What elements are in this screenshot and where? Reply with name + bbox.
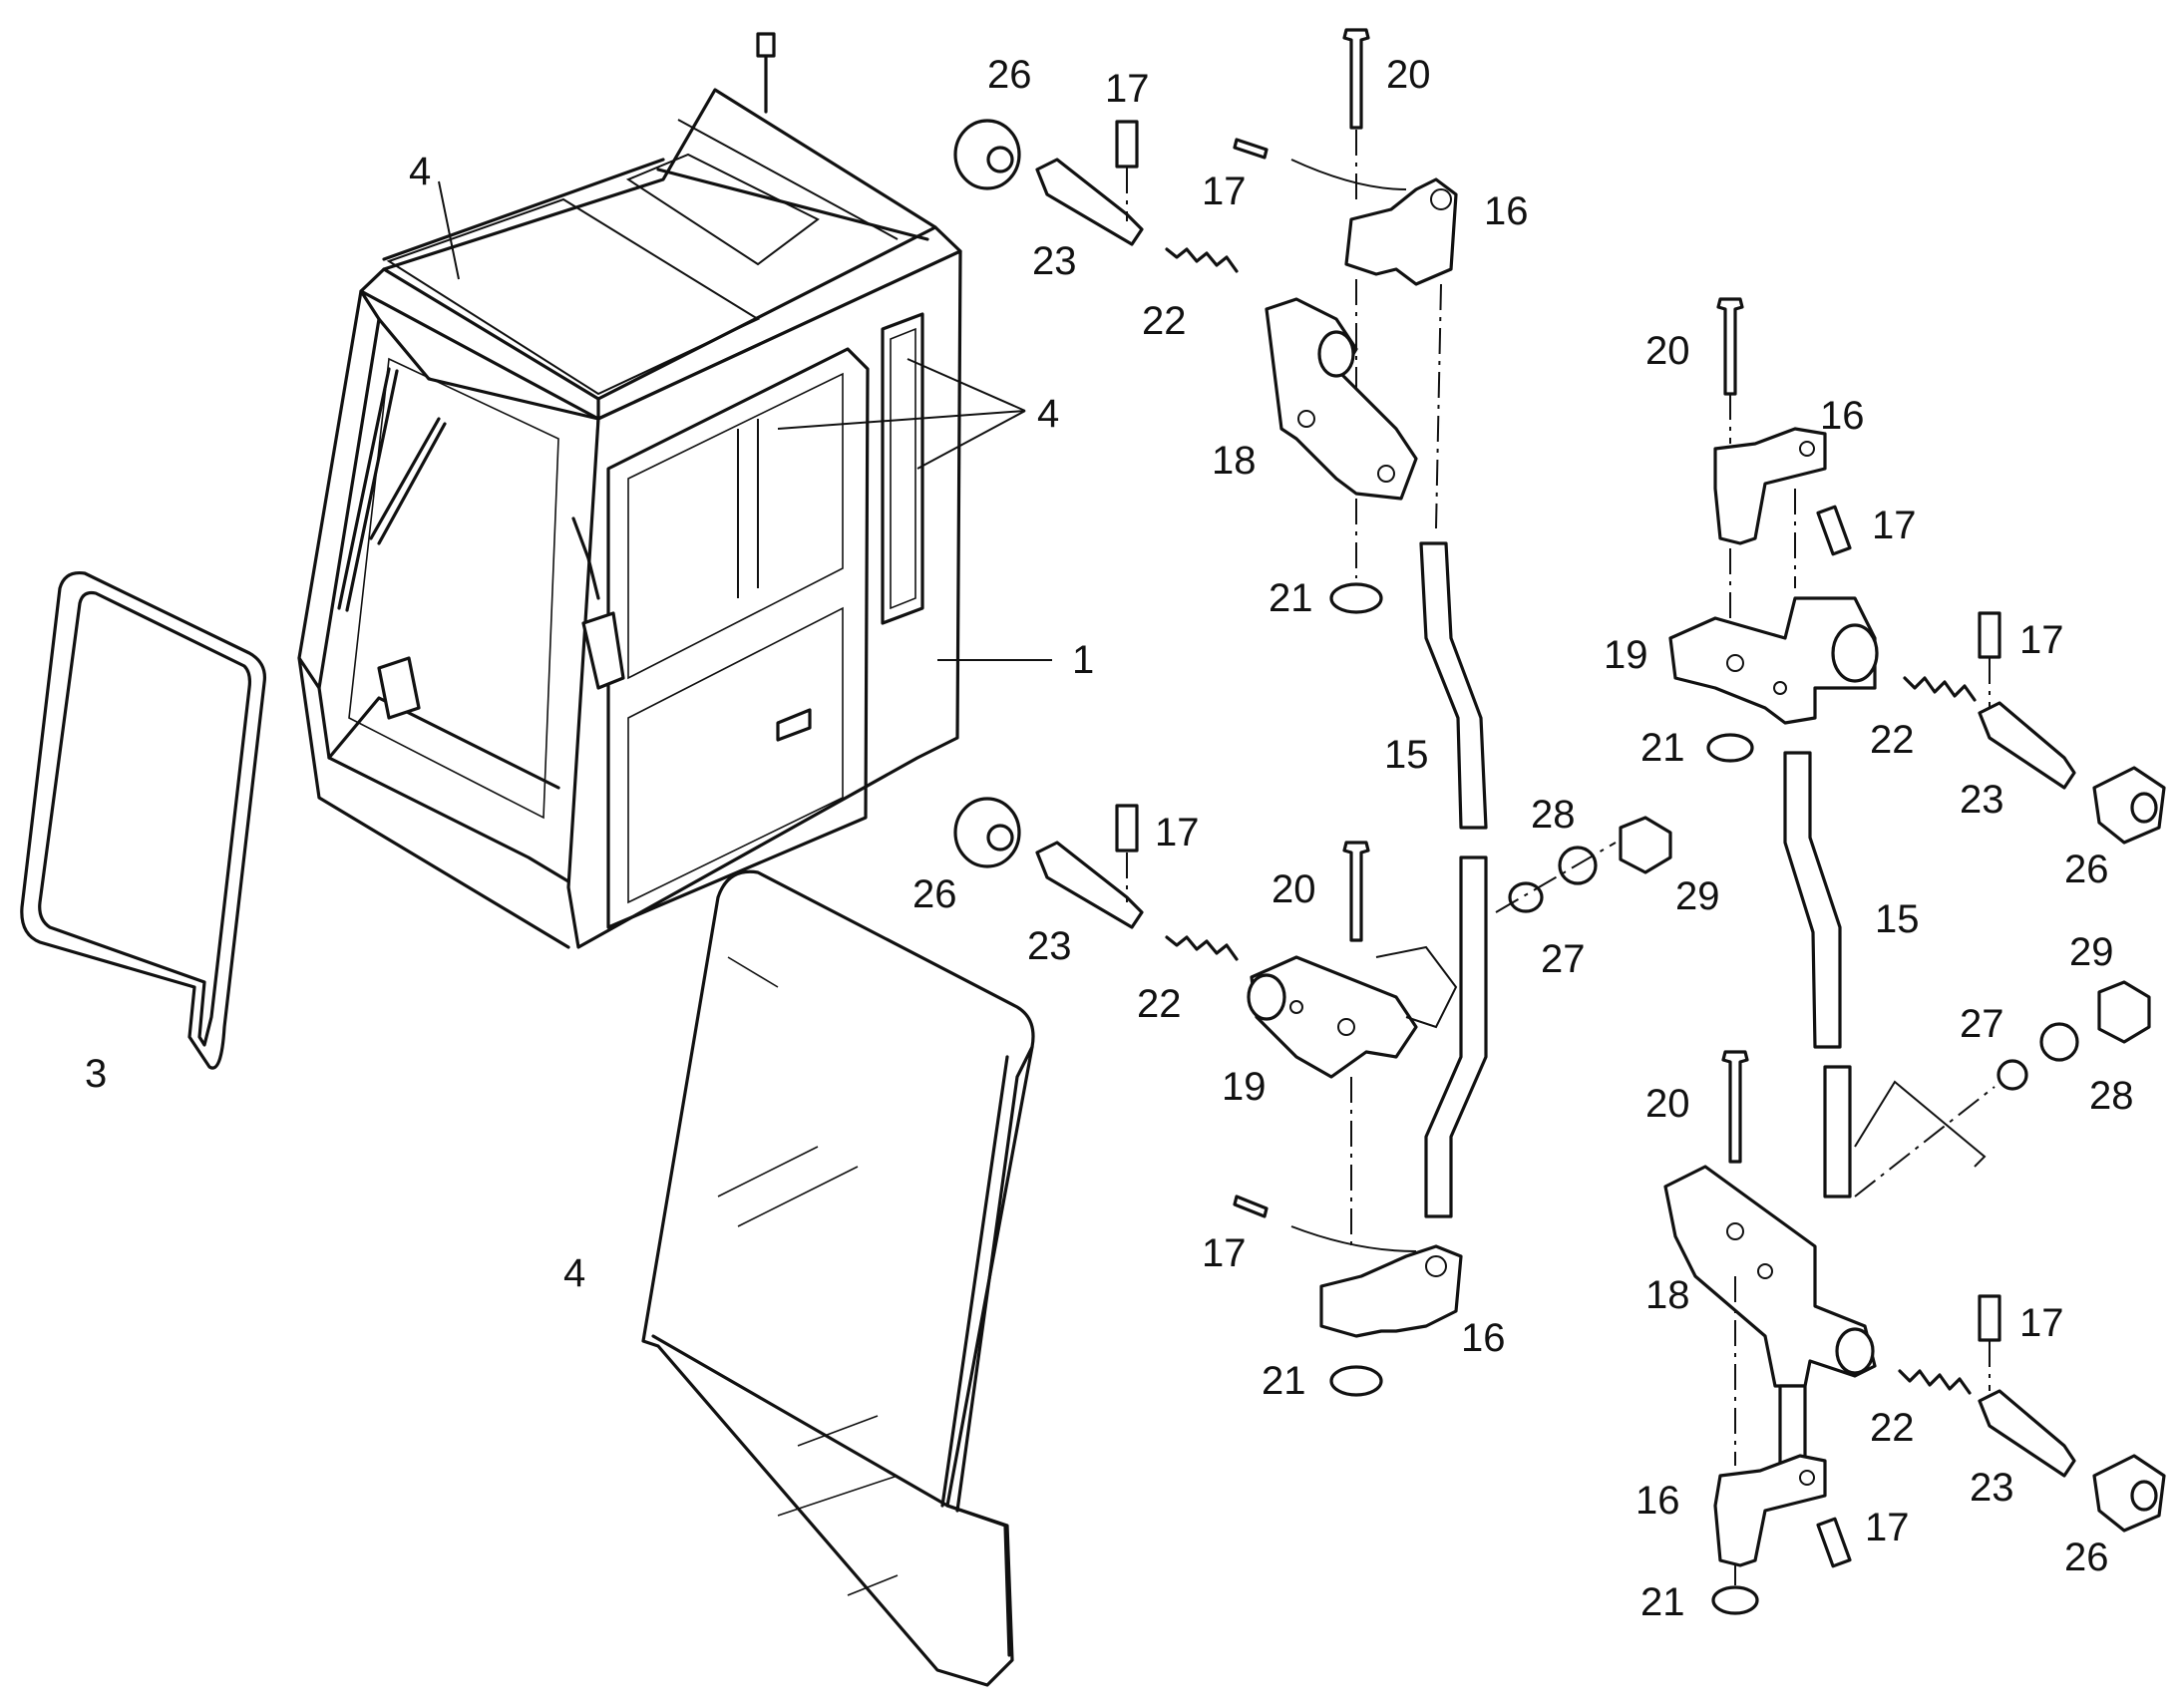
cab-assembly bbox=[297, 32, 1052, 949]
callout-21-low: 21 bbox=[1262, 1359, 1306, 1403]
callout-18-right-low: 18 bbox=[1645, 1273, 1690, 1317]
callout-15-mid: 15 bbox=[1384, 733, 1429, 777]
callout-22-low: 22 bbox=[1137, 982, 1182, 1026]
callout-17-right-mid: 17 bbox=[2019, 618, 2064, 662]
callout-19-right: 19 bbox=[1604, 633, 1648, 677]
callout-22-right-low: 22 bbox=[1870, 1406, 1915, 1450]
upper-hinge-group bbox=[953, 28, 1488, 830]
callout-16-low: 16 bbox=[1461, 1316, 1506, 1360]
callout-16-right-low: 16 bbox=[1635, 1479, 1680, 1523]
callout-26-right-top: 26 bbox=[2064, 848, 2109, 891]
callout-29-right: 29 bbox=[2069, 930, 2114, 974]
callout-16-right-top: 16 bbox=[1820, 394, 1865, 438]
callout-20-right-top: 20 bbox=[1645, 329, 1690, 373]
callout-17-right-top: 17 bbox=[1872, 504, 1917, 547]
callout-17-right-low: 17 bbox=[2019, 1301, 2064, 1345]
callout-16-top: 16 bbox=[1484, 189, 1529, 233]
callout-23-low: 23 bbox=[1027, 924, 1072, 968]
callout-27-right: 27 bbox=[1960, 1002, 2004, 1046]
callout-17-top-left: 17 bbox=[1202, 170, 1247, 213]
window-seal bbox=[20, 570, 267, 1070]
callout-3: 3 bbox=[85, 1052, 107, 1096]
callout-23-right-low: 23 bbox=[1970, 1466, 2014, 1510]
callout-labels: 1 3 4 4 4 26 17 23 22 20 17 16 18 21 15 … bbox=[85, 53, 2134, 1624]
callout-22-top: 22 bbox=[1142, 299, 1187, 343]
callout-26-right-low: 26 bbox=[2064, 1536, 2109, 1579]
callout-4-door: 4 bbox=[563, 1251, 585, 1295]
callout-23-right-top: 23 bbox=[1960, 778, 2004, 822]
callout-4-windows: 4 bbox=[1037, 392, 1059, 436]
callout-23-top: 23 bbox=[1032, 239, 1077, 283]
right-lower-hinge-group bbox=[1663, 980, 2166, 1615]
callout-15-right: 15 bbox=[1875, 897, 1920, 941]
lower-hinge-group bbox=[953, 797, 1672, 1397]
door-panel bbox=[641, 869, 1035, 1687]
callout-17-top: 17 bbox=[1105, 67, 1150, 111]
callout-21-right-top: 21 bbox=[1640, 726, 1685, 770]
callout-1: 1 bbox=[1072, 638, 1094, 682]
callout-4-roof: 4 bbox=[409, 150, 431, 193]
callout-17-right-low-pin: 17 bbox=[1865, 1506, 1910, 1549]
callout-20-top: 20 bbox=[1386, 53, 1431, 97]
callout-29-mid: 29 bbox=[1675, 874, 1720, 918]
callout-21-right-low: 21 bbox=[1640, 1580, 1685, 1624]
callout-17-low-left: 17 bbox=[1202, 1231, 1247, 1275]
callout-28-mid: 28 bbox=[1531, 793, 1576, 837]
callout-22-right-top: 22 bbox=[1870, 718, 1915, 762]
right-upper-hinge-group bbox=[1668, 297, 2166, 1049]
callout-17-low: 17 bbox=[1155, 811, 1200, 854]
callout-28-right: 28 bbox=[2089, 1074, 2134, 1118]
callout-18-top: 18 bbox=[1212, 439, 1257, 483]
callout-27-mid: 27 bbox=[1541, 937, 1586, 981]
callout-26-low: 26 bbox=[912, 872, 957, 916]
callout-19-low: 19 bbox=[1222, 1065, 1267, 1109]
callout-20-low: 20 bbox=[1272, 867, 1316, 911]
callout-20-right-low: 20 bbox=[1645, 1082, 1690, 1126]
callout-21-top: 21 bbox=[1269, 576, 1313, 620]
callout-26-top: 26 bbox=[987, 53, 1032, 97]
